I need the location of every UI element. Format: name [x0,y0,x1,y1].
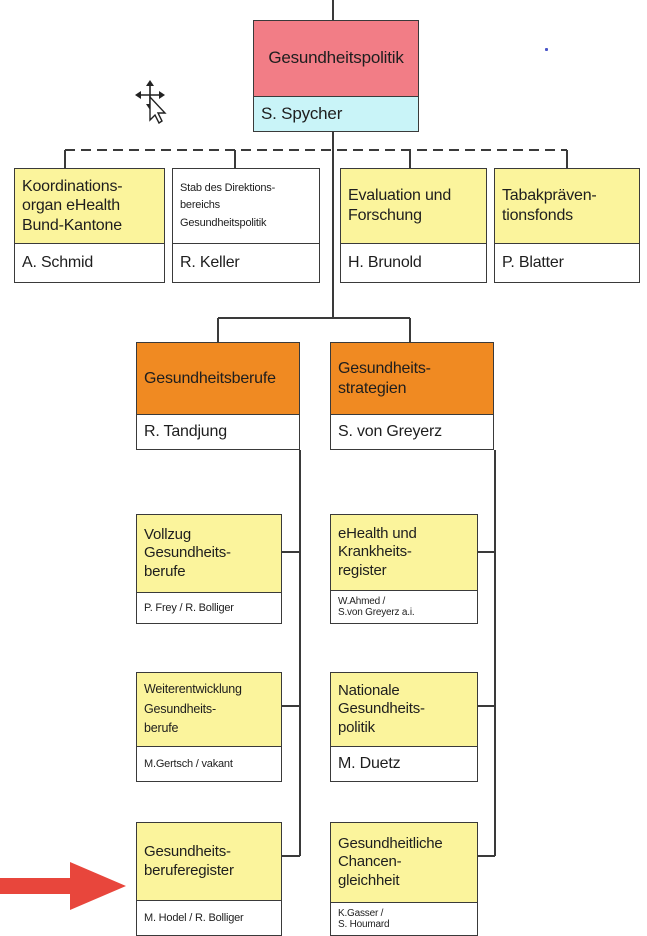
weiterentwicklung-person: M.Gertsch / vakant [137,747,281,781]
ehealth-organ-box: Koordinations- organ eHealth Bund-Kanton… [14,168,165,283]
strategien-box: Gesundheits- strategien S. von Greyerz [330,342,494,450]
head-person: S. Spycher [254,97,418,131]
nationale-box: Nationale Gesundheits- politik M. Duetz [330,672,478,782]
tabak-person: P. Blatter [495,244,639,282]
nationale-person: M. Duetz [331,747,477,781]
evaluation-box: Evaluation und Forschung H. Brunold [340,168,487,283]
berufe-person: R. Tandjung [137,415,299,449]
tabak-title: Tabakpräven- tionsfonds [495,169,639,244]
chancen-person: K.Gasser / S. Houmard [331,903,477,935]
weiterentwicklung-box: Weiterentwicklung Gesundheits- berufe M.… [136,672,282,782]
berufe-box: Gesundheitsberufe R. Tandjung [136,342,300,450]
ehealth-organ-title: Koordinations- organ eHealth Bund-Kanton… [15,169,164,244]
chancen-title: Gesundheitliche Chancen- gleichheit [331,823,477,903]
evaluation-title: Evaluation und Forschung [341,169,486,244]
strategien-title: Gesundheits- strategien [331,343,493,415]
ehealth-krankheit-person: W.Ahmed / S.von Greyerz a.i. [331,591,477,623]
chancen-box: Gesundheitliche Chancen- gleichheit K.Ga… [330,822,478,936]
register-box: Gesundheits- beruferegister M. Hodel / R… [136,822,282,936]
register-title: Gesundheits- beruferegister [137,823,281,901]
berufe-title: Gesundheitsberufe [137,343,299,415]
red-arrow-icon [0,862,126,910]
stab-title: Stab des Direktions- bereichs Gesundheit… [173,169,319,244]
evaluation-person: H. Brunold [341,244,486,282]
vollzug-person: P. Frey / R. Bolliger [137,593,281,623]
weiterentwicklung-title: Weiterentwicklung Gesundheits- berufe [137,673,281,747]
head-box: Gesundheitspolitik S. Spycher [253,20,419,132]
vollzug-box: Vollzug Gesundheits- berufe P. Frey / R.… [136,514,282,624]
vollzug-title: Vollzug Gesundheits- berufe [137,515,281,593]
register-person: M. Hodel / R. Bolliger [137,901,281,935]
nationale-title: Nationale Gesundheits- politik [331,673,477,747]
move-cursor-icon [135,80,167,124]
ehealth-krankheit-box: eHealth und Krankheits- register W.Ahmed… [330,514,478,624]
tabak-box: Tabakpräven- tionsfonds P. Blatter [494,168,640,283]
stab-person: R. Keller [173,244,319,282]
head-title: Gesundheitspolitik [254,21,418,97]
ehealth-krankheit-title: eHealth und Krankheits- register [331,515,477,591]
strategien-person: S. von Greyerz [331,415,493,449]
stray-dot [545,48,548,51]
ehealth-organ-person: A. Schmid [15,244,164,282]
stab-box: Stab des Direktions- bereichs Gesundheit… [172,168,320,283]
